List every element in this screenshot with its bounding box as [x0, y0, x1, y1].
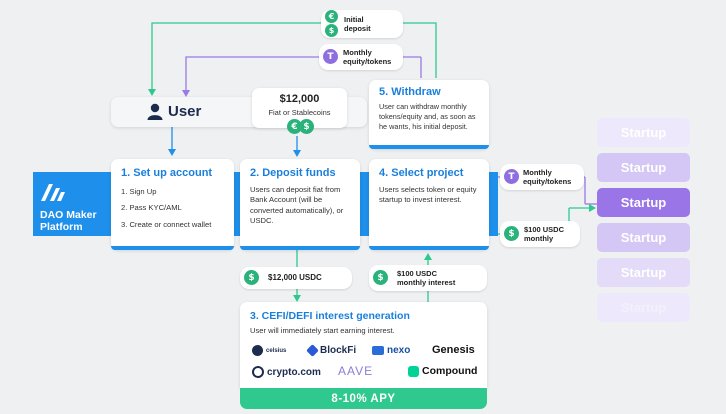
initial-deposit-line2: deposit: [344, 24, 371, 34]
user-icon: [147, 103, 163, 120]
crypto-com-icon: [252, 366, 264, 378]
step-select-project: 4. Select project Users selects token or…: [369, 159, 489, 250]
monthly-equity-right-line2: equity/tokens: [523, 177, 572, 187]
monthly-equity-top-line2: equity/tokens: [343, 57, 392, 67]
euro-icon: €: [287, 119, 302, 134]
dollar-icon: $: [325, 24, 338, 37]
dollar-icon: $: [504, 226, 519, 241]
apy-banner: 8-10% APY: [240, 388, 487, 409]
step-deposit-title: 2. Deposit funds: [250, 167, 336, 179]
usdc-monthly-line1: $100 USDC: [524, 225, 565, 234]
startup-tile[interactable]: Startup: [597, 153, 690, 182]
interest-title: 3. CEFI/DEFI interest generation: [250, 310, 410, 322]
flow-100-pill: $ $100 USDC monthly interest: [369, 265, 487, 291]
blockfi-icon: [306, 344, 319, 357]
monthly-equity-right-pill: T Monthly equity/tokens: [500, 164, 584, 190]
flow-12000-label: $12,000 USDC: [268, 273, 322, 282]
initial-deposit-pill: € $ Initial deposit: [321, 10, 403, 38]
startup-tile-active[interactable]: Startup: [597, 188, 690, 217]
startup-tile[interactable]: Startup: [597, 223, 690, 252]
monthly-equity-top-line1: Monthly: [343, 48, 372, 57]
dollar-icon: $: [299, 119, 314, 134]
dollar-icon: $: [373, 270, 388, 285]
compound-logo: Compound: [408, 365, 477, 377]
step-select-body: Users selects token or equity startup to…: [379, 185, 477, 205]
monthly-equity-top-pill: T Monthly equity/tokens: [319, 44, 403, 70]
initial-deposit-line1: Initial: [344, 15, 364, 24]
startup-tile[interactable]: Startup: [597, 118, 690, 147]
monthly-equity-right-line1: Monthly: [523, 168, 552, 177]
crypto-com-logo: crypto.com: [252, 366, 321, 378]
usdc-monthly-line2: monthly: [524, 234, 554, 244]
interest-card: 3. CEFI/DEFI interest generation User wi…: [240, 302, 487, 388]
celsius-logo: celsius: [252, 345, 286, 356]
withdraw-card: 5. Withdraw User can withdraw monthly to…: [369, 80, 489, 149]
tether-icon: T: [323, 49, 338, 64]
interest-body: User will immediately start earning inte…: [250, 326, 395, 335]
step-setup-line: 3. Create or connect wallet: [121, 219, 212, 229]
step-deposit-funds: 2. Deposit funds Users can deposit fiat …: [240, 159, 360, 250]
startup-tile[interactable]: Startup: [597, 258, 690, 287]
nexo-logo: nexo: [372, 345, 410, 356]
aave-logo: AAVE: [338, 364, 374, 378]
dao-maker-logo-icon: [41, 184, 65, 201]
apy-label: 8-10% APY: [331, 392, 396, 405]
step-setup-title: 1. Set up account: [121, 167, 213, 179]
compound-icon: [408, 365, 419, 377]
startup-tile[interactable]: Startup: [597, 293, 690, 322]
celsius-icon: [252, 345, 263, 356]
step-setup-line: 2. Pass KYC/AML: [121, 203, 182, 213]
dollar-icon: $: [244, 270, 259, 285]
platform-line1: DAO Maker: [40, 209, 97, 221]
nexo-icon: [372, 346, 384, 355]
step-select-title: 4. Select project: [379, 167, 464, 179]
platform-label: DAO Maker Platform: [40, 182, 97, 233]
user-label: User: [168, 103, 202, 120]
step-setup-line: 1. Sign Up: [121, 187, 157, 196]
deposit-amount: $12,000: [279, 93, 320, 105]
flow-100-line2: monthly interest: [397, 278, 456, 288]
withdraw-body: User can withdraw monthly tokens/equity …: [379, 102, 476, 131]
tether-icon: T: [504, 169, 519, 184]
step-deposit-body: Users can deposit fiat from Bank Account…: [250, 185, 344, 225]
deposit-subtitle: Fiat or Stablecoins: [268, 108, 331, 117]
blockfi-logo: BlockFi: [306, 344, 356, 357]
usdc-monthly-pill: $ $100 USDC monthly: [500, 221, 580, 247]
step-setup-account: 1. Set up account 1. Sign Up 2. Pass KYC…: [111, 159, 234, 250]
flow-100-line1: $100 USDC: [397, 269, 438, 278]
genesis-logo: Genesis: [432, 344, 475, 356]
flow-12000-pill: $ $12,000 USDC: [240, 267, 352, 289]
withdraw-title: 5. Withdraw: [379, 86, 441, 98]
platform-line2: Platform: [40, 221, 83, 233]
euro-icon: €: [325, 10, 338, 23]
